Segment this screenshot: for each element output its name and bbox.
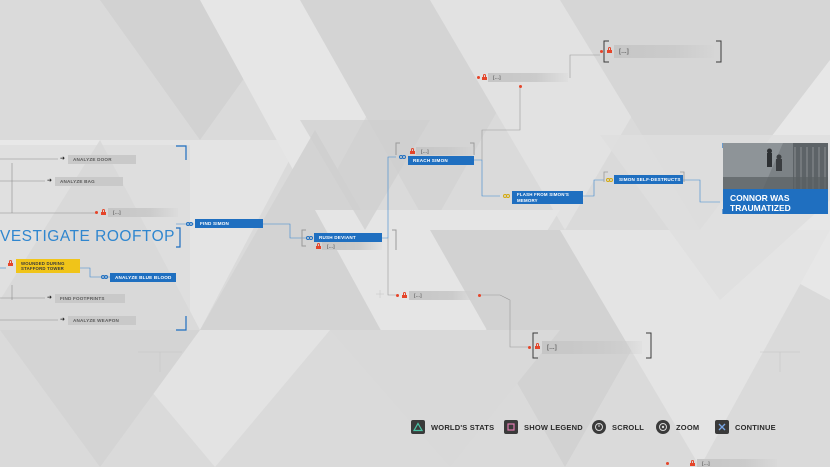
node-find-simon[interactable]: FIND SIMON	[195, 219, 263, 228]
world-stats-label: WORLD'S STATS	[431, 422, 495, 432]
node-wounded-stafford[interactable]: WOUNDED DURING STAFFORD TOWER	[16, 259, 80, 273]
locked-icon	[316, 243, 321, 249]
zoom-button[interactable]: ZOOM	[656, 419, 699, 435]
rooftop-scene-image	[723, 143, 828, 189]
chapter-title: VESTIGATE ROOFTOP	[0, 228, 176, 245]
locked-icon	[410, 148, 415, 154]
node-rush-deviant[interactable]: RUSH DEVIANT	[314, 233, 382, 242]
node-top-right-locked[interactable]: [...]	[614, 45, 714, 58]
link-chain-icon	[399, 154, 407, 160]
square-icon	[504, 420, 518, 434]
triangle-icon	[411, 420, 425, 434]
node-find-footprints[interactable]: FIND FOOTPRINTS	[55, 294, 125, 303]
locked-icon	[607, 47, 612, 53]
node-top-locked[interactable]: [...]	[488, 73, 568, 82]
ending-label: CONNOR WAS TRAUMATIZED	[723, 189, 828, 214]
continue-label: CONTINUE	[735, 422, 776, 432]
link-dot	[528, 346, 531, 349]
unlocked-arrow-icon: ➜	[47, 295, 53, 301]
node-mid-locked[interactable]: [...]	[409, 291, 481, 300]
link-chain-icon	[101, 274, 109, 280]
node-analyze-bag[interactable]: ANALYZE BAG	[55, 177, 123, 186]
show-legend-button[interactable]: SHOW LEGEND	[504, 419, 583, 435]
locked-icon	[535, 343, 540, 349]
memory-chain-icon	[606, 177, 614, 183]
locked-icon	[482, 74, 487, 80]
world-stats-button[interactable]: WORLD'S STATS	[411, 419, 494, 435]
scroll-stick-icon	[592, 420, 606, 434]
node-analyze-blue-blood[interactable]: ANALYZE BLUE BLOOD	[110, 273, 176, 282]
node-locked-left[interactable]: [...]	[108, 208, 178, 217]
link-dot	[396, 294, 399, 297]
locked-icon	[690, 460, 695, 466]
zoom-label: ZOOM	[676, 422, 700, 432]
link-dot	[478, 294, 481, 297]
link-dot	[600, 50, 603, 53]
node-bottom-locked[interactable]: [...]	[542, 341, 642, 354]
link-dot	[477, 76, 480, 79]
continue-button[interactable]: CONTINUE	[715, 419, 776, 435]
locked-icon	[101, 209, 106, 215]
unlocked-arrow-icon: ➜	[60, 156, 66, 162]
ending-panel[interactable]: CONNOR WAS TRAUMATIZED	[723, 143, 828, 214]
link-dot	[666, 462, 669, 465]
node-reach-locked[interactable]: [...]	[416, 147, 474, 155]
ending-thumbnail	[723, 143, 828, 189]
node-bottom-edge-locked[interactable]: [...]	[697, 459, 777, 467]
node-analyze-weapon[interactable]: ANALYZE WEAPON	[68, 316, 136, 325]
node-analyze-door[interactable]: ANALYZE DOOR	[68, 155, 136, 164]
link-dot	[95, 211, 98, 214]
unlocked-arrow-icon: ➜	[60, 317, 66, 323]
link-dot	[519, 85, 522, 88]
unlocked-arrow-icon: ➜	[47, 178, 53, 184]
link-chain-icon	[306, 235, 314, 241]
node-rush-locked[interactable]: [...]	[322, 242, 382, 250]
cross-icon	[715, 420, 729, 434]
node-reach-simon[interactable]: REACH SIMON	[408, 156, 474, 165]
zoom-stick-icon	[656, 420, 670, 434]
scroll-button[interactable]: SCROLL	[592, 419, 644, 435]
scroll-label: SCROLL	[612, 422, 645, 432]
link-chain-icon	[186, 221, 194, 227]
show-legend-label: SHOW LEGEND	[524, 422, 583, 432]
memory-chain-icon	[503, 193, 511, 199]
locked-icon	[402, 292, 407, 298]
node-flash-memory[interactable]: FLASH FROM SIMON'S MEMORY	[512, 191, 583, 204]
locked-icon	[8, 260, 13, 266]
node-simon-self-destructs[interactable]: SIMON SELF-DESTRUCTS	[614, 175, 683, 184]
